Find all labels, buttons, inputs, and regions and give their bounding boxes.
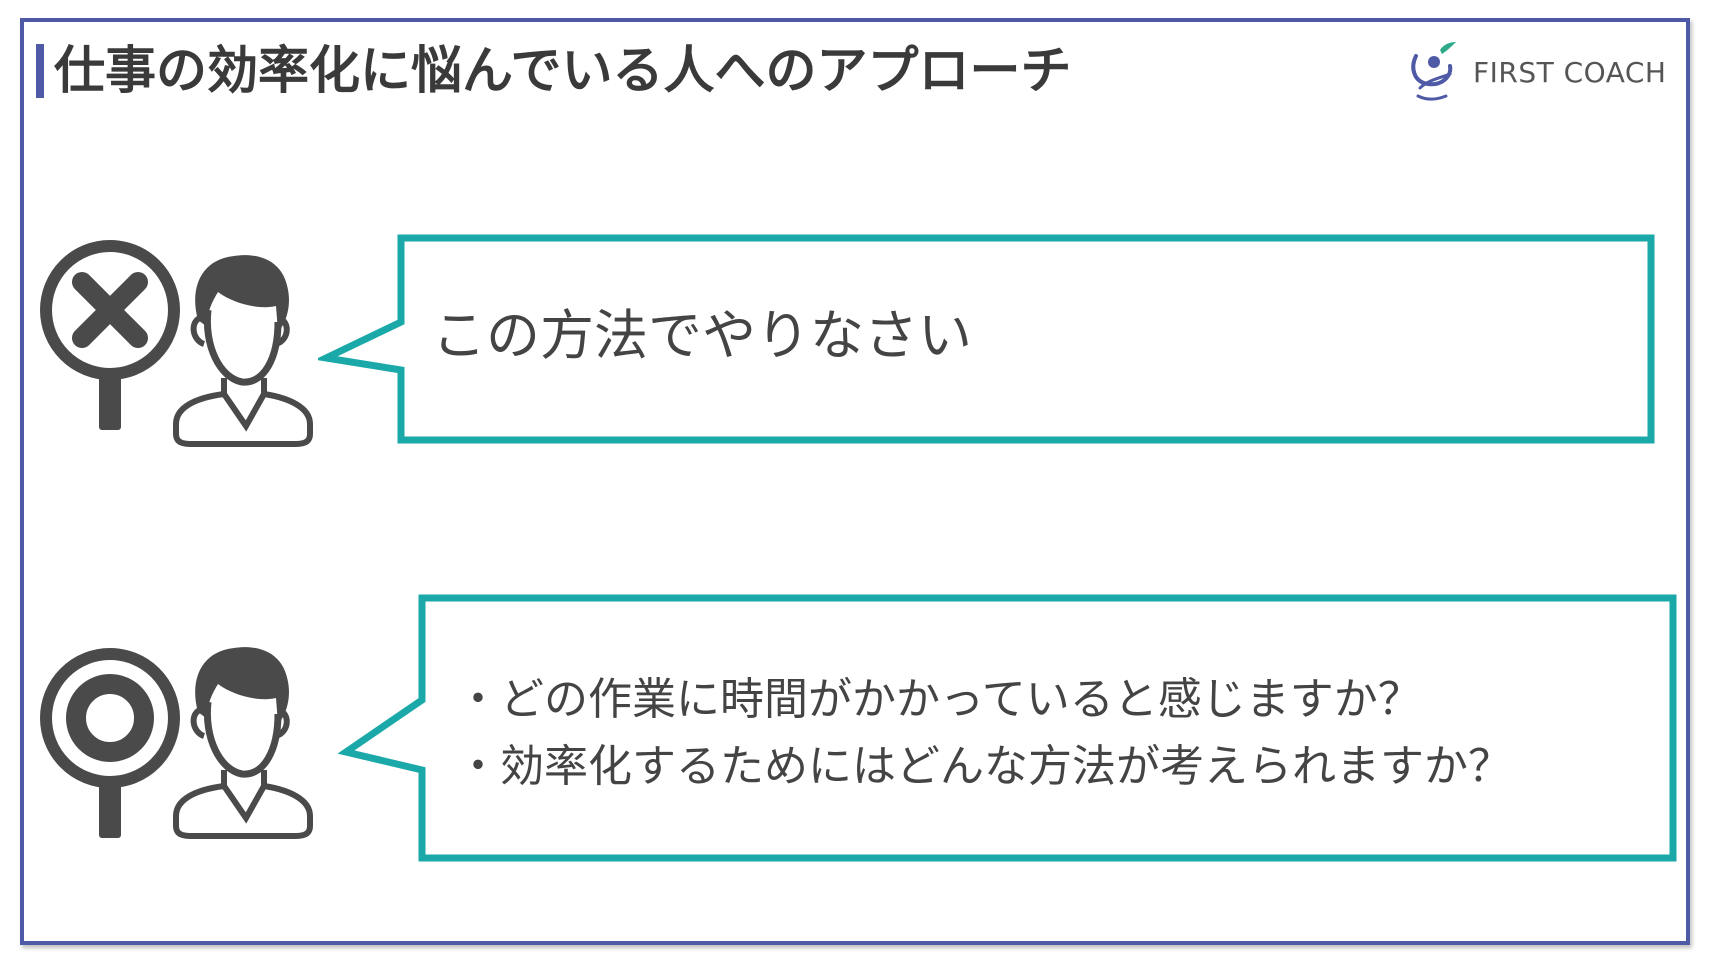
bubble-1-text: この方法でやりなさい (432, 304, 972, 367)
title-accent-bar (36, 44, 44, 98)
logo-text: FIRST COACH (1473, 56, 1667, 89)
bubble-2-line-2: ・効率化するためにはどんな方法が考えられますか？ (456, 741, 1512, 792)
bubble-2-line-1: ・どの作業に時間がかかっていると感じますか？ (456, 674, 1422, 725)
person-icon (173, 647, 313, 839)
cross-mark-sign-icon (40, 240, 180, 430)
person-icon (173, 255, 313, 447)
first-coach-logo-icon (1411, 42, 1456, 101)
speech-bubble-2 (338, 590, 1680, 866)
circle-mark-sign-icon (40, 648, 180, 838)
page-title: 仕事の効率化に悩んでいる人へのアプローチ (54, 42, 1072, 101)
speech-bubble-1 (318, 230, 1658, 450)
